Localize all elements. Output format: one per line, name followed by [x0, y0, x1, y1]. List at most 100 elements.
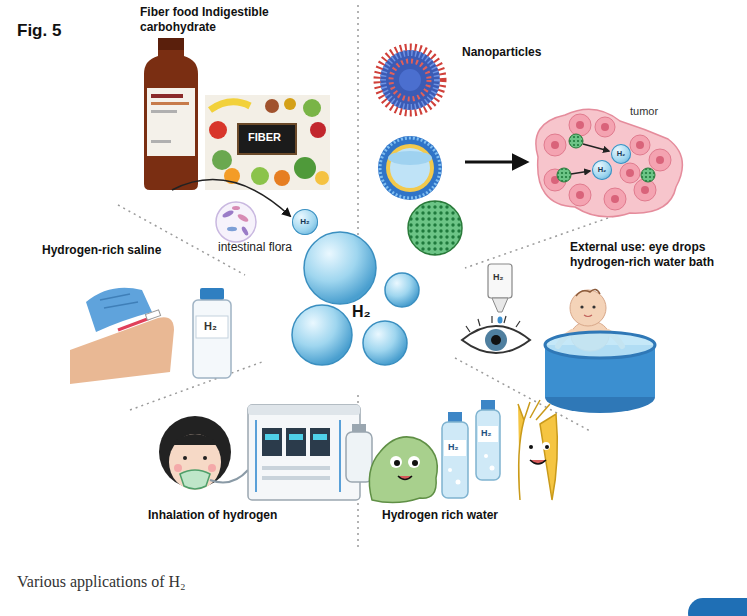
hydrogen-water-characters-part [394, 460, 400, 466]
fiber-food-photo-part [251, 167, 269, 185]
nanoparticles-part [408, 201, 462, 255]
hydrogen-water-bath-part [580, 305, 583, 308]
intestinal-flora [172, 180, 290, 242]
hydrogen-inhaler-machine-part [313, 434, 327, 440]
tumor-cluster-part-part [569, 134, 583, 148]
center-label: H₂ [352, 302, 371, 322]
divider-lines [118, 5, 625, 550]
inhalation-girl-part [208, 464, 216, 472]
figure-caption: Various applications of H₂ [17, 572, 186, 592]
lactulose-bottle-part [151, 140, 171, 143]
hydrogen-bubble: H₂ [592, 160, 612, 180]
hydrogen-inhaler-machine-part [310, 428, 330, 456]
section-heading: Fiber food Indigestible carbohydrate [140, 5, 318, 35]
hydrogen-inhaler-machine-part [248, 405, 360, 415]
hydrogen-water-characters-part [369, 437, 437, 503]
eye-drops-part [462, 326, 530, 353]
eye-drops-part [488, 264, 512, 298]
tumor-label: tumor [630, 105, 658, 119]
bubble-label: H₂ [598, 166, 607, 174]
tumor-cluster-part-part [544, 114, 671, 210]
intestinal-flora-part [232, 206, 240, 210]
hydrogen-water-characters-part [542, 442, 550, 450]
inhalation-girl-part [210, 470, 248, 482]
hydrogen-water-characters-part [476, 410, 500, 480]
saline-infusion-part [193, 300, 231, 378]
saline-infusion-part [100, 294, 138, 308]
lactulose-bottle-part [144, 50, 198, 190]
section-heading: Hydrogen rich water [382, 508, 498, 523]
hydrogen-water-bath-part [584, 315, 592, 317]
eye-drops-part [485, 329, 507, 351]
lactulose-bottle-part [151, 110, 177, 113]
nanoparticles-part [399, 69, 421, 91]
nanoparticles-part [465, 161, 526, 164]
fiber-food-photo-part [238, 124, 296, 154]
section-heading: External use: eye drops hydrogen-rich wa… [570, 240, 742, 270]
hydrogen-water-characters-part [529, 445, 533, 449]
eye-drops-part [491, 335, 501, 345]
section-heading: Nanoparticles [462, 45, 541, 60]
hydrogen-inhaler-machine-part [262, 428, 282, 456]
lactulose-bottle-part [151, 94, 183, 98]
saline-infusion-part [200, 288, 224, 300]
fiber-food-photo-part [274, 170, 290, 186]
hydrogen-inhaler-machine-part [262, 476, 330, 480]
fiber-food-photo-part [294, 157, 316, 179]
hydrogen-inhaler-machine-part [352, 424, 366, 432]
fiber-food-photo-part [205, 95, 330, 190]
hydrogen-water-characters-part [490, 466, 495, 471]
nanoparticles [377, 47, 526, 255]
hydrogen-water-characters-part [478, 426, 498, 442]
inhalation-girl [159, 416, 248, 490]
tumor-cluster-part-part-part [551, 141, 559, 149]
tumor-cluster-part-part-part [601, 123, 609, 131]
page-button [688, 598, 747, 616]
inhalation-girl-part [180, 470, 210, 489]
nanoparticles-part [388, 151, 432, 165]
tumor-cluster-part-part-part [634, 179, 656, 201]
tumor-cluster-part-part-part [620, 163, 640, 183]
hydrogen-inhaler-machine-part [286, 428, 306, 456]
section-heading: Inhalation of hydrogen [148, 508, 277, 523]
fiber-food-photo-part [209, 121, 227, 139]
hydrogen-water-bath-part [570, 290, 606, 326]
inhalation-girl-part [183, 456, 187, 460]
chalkboard-text: FIBER [248, 131, 281, 145]
inhalation-girl-part [203, 456, 207, 460]
hydrogen-water-characters-part [412, 460, 418, 466]
saline-infusion-part [196, 316, 228, 338]
saline-infusion-part [86, 288, 152, 332]
intestinal-flora-part [241, 226, 250, 237]
flora-label: intestinal flora [218, 240, 292, 255]
bubble-label: H₂ [617, 150, 626, 158]
hydrogen-inhaler-machine-part [339, 420, 341, 492]
tumor-cluster-part-part [641, 168, 655, 182]
hydrogen-inhaler-machine-part [262, 466, 330, 470]
tumor-cluster-part-part-part [636, 141, 644, 149]
nanoparticles-part [380, 138, 440, 198]
tumor-cluster-part-part [536, 109, 683, 217]
fiber-food-photo-part [265, 99, 279, 113]
inhalation-girl-part [174, 464, 182, 472]
fiber-food-photo-part [212, 150, 232, 170]
intestinal-flora-part [222, 209, 235, 219]
hydrogen-bubbles-part [385, 273, 419, 307]
tumor-cluster-part-part-part [604, 188, 626, 210]
section-heading: Hydrogen-rich saline [42, 243, 161, 258]
hydrogen-water-bath-part [592, 305, 595, 308]
intestinal-flora-part [216, 202, 256, 242]
lactulose-bottle-part [158, 38, 184, 50]
bottle-label: H₂ [493, 272, 504, 283]
lactulose-bottle [144, 38, 198, 190]
fiber-food-photo-part [315, 171, 329, 185]
saline-infusion-part [118, 318, 150, 330]
fiber-food-photo [205, 95, 330, 190]
intestinal-flora-part [227, 227, 237, 231]
figure-title: Fig. 5 [17, 20, 61, 41]
bottle-label: H₂ [204, 320, 217, 334]
page-button-part [688, 598, 747, 616]
hydrogen-bubbles-part [292, 305, 352, 365]
nanoparticles-part [377, 47, 443, 113]
tumor-cluster-part-part [551, 121, 664, 203]
